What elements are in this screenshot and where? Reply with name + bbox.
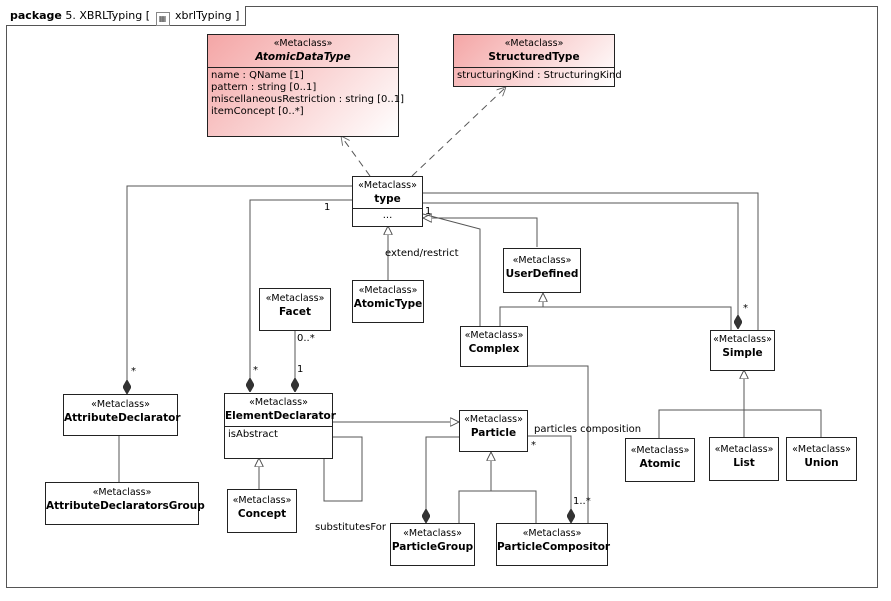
class-diagram-icon: ▦ — [155, 12, 170, 26]
class-name: Particle — [470, 427, 517, 439]
generalization-atomic-simple — [658, 370, 744, 438]
attribute: isAbstract — [228, 429, 278, 440]
multiplicity-particle-compositor: 1..* — [573, 496, 591, 507]
composition-particles — [528, 435, 571, 523]
label-particles-composition: particles composition — [534, 424, 642, 435]
multiplicity-attribute-declarator: * — [131, 366, 136, 377]
generalization-userdefined-type — [423, 218, 538, 247]
class-atomic-type[interactable]: «Metaclass» AtomicType — [352, 280, 424, 323]
association-type-simple — [423, 192, 759, 330]
class-simple[interactable]: «Metaclass» Simple — [710, 330, 775, 371]
association-complex-type — [422, 213, 481, 326]
stereotype: «Metaclass» — [92, 487, 152, 498]
stereotype: «Metaclass» — [91, 399, 150, 410]
class-particle[interactable]: «Metaclass» Particle — [459, 410, 528, 452]
stereotype: «Metaclass» — [273, 38, 333, 49]
multiplicity-type-right: 1 — [425, 206, 432, 217]
multiplicity-type-left: 1 — [324, 202, 331, 213]
multiplicity-facet-source: 0..* — [297, 333, 315, 344]
generalization-simple-userdefined — [543, 306, 732, 330]
stereotype: «Metaclass» — [713, 334, 772, 345]
dependency-type-atomicdatatype — [341, 136, 371, 177]
stereotype: «Metaclass» — [512, 255, 572, 266]
class-attribute-declarator[interactable]: «Metaclass» AttributeDeclarator — [63, 394, 181, 436]
stereotype: «Metaclass» — [249, 397, 308, 408]
class-facet[interactable]: «Metaclass» Facet — [259, 288, 331, 331]
package-name: 5. XBRLTyping [ — [65, 9, 151, 22]
class-name: AtomicType — [353, 298, 423, 310]
attribute: structuringKind : StructuringKind — [457, 70, 622, 81]
class-type[interactable]: «Metaclass» type ... — [352, 176, 423, 227]
composition-type-attributedeclarator — [127, 185, 352, 394]
dependency-type-structuredtype — [411, 87, 506, 177]
class-name: UserDefined — [505, 268, 579, 280]
package-tab: package 5. XBRLTyping [ ▦ xbrlTyping ] — [6, 6, 247, 26]
class-concept[interactable]: «Metaclass» Concept — [227, 489, 297, 533]
attribute: ... — [382, 210, 393, 221]
class-attribute-declarators-group[interactable]: «Metaclass» AttributeDeclaratorsGroup — [45, 482, 205, 525]
class-name: AttributeDeclaratorsGroup — [46, 500, 205, 512]
package-bracket: ] — [235, 9, 240, 22]
class-user-defined[interactable]: «Metaclass» UserDefined — [503, 248, 581, 293]
attribute: pattern : string [0..1] — [211, 82, 317, 93]
composition-type-elementdeclarator — [250, 199, 352, 392]
class-name: ParticleGroup — [391, 541, 474, 553]
class-atomic-data-type[interactable]: «Metaclass» AtomicDataType name : QName [… — [207, 34, 405, 137]
stereotype: «Metaclass» — [358, 285, 418, 296]
class-element-declarator[interactable]: «Metaclass» ElementDeclarator isAbstract — [224, 393, 336, 459]
label-substitutes-for: substitutesFor — [315, 522, 386, 533]
stereotype: «Metaclass» — [358, 180, 417, 191]
stereotype: «Metaclass» — [464, 414, 523, 425]
generalization-particlegroup-particle — [458, 452, 491, 523]
class-union[interactable]: «Metaclass» Union — [786, 437, 857, 481]
class-name: Complex — [468, 343, 520, 355]
class-name: AttributeDeclarator — [64, 412, 181, 424]
multiplicity-element-declarator: * — [253, 365, 258, 376]
composition-type-simple — [423, 202, 738, 329]
class-atomic[interactable]: «Metaclass» Atomic — [625, 438, 695, 482]
class-name: Atomic — [639, 458, 681, 470]
package-frame — [6, 6, 878, 588]
stereotype: «Metaclass» — [464, 330, 524, 341]
class-particle-group[interactable]: «Metaclass» ParticleGroup — [390, 523, 475, 566]
class-complex[interactable]: «Metaclass» Complex — [460, 326, 528, 367]
class-name: ElementDeclarator — [225, 410, 336, 422]
stereotype: «Metaclass» — [630, 445, 690, 456]
class-name: Facet — [278, 306, 311, 318]
composition-particle-particlegroup — [426, 436, 460, 523]
class-name: Concept — [237, 508, 287, 520]
class-list[interactable]: «Metaclass» List — [709, 437, 779, 481]
package-keyword: package — [10, 9, 62, 22]
attribute: miscellaneousRestriction : string [0..1] — [211, 94, 405, 105]
generalization-complex-userdefined — [499, 293, 543, 326]
class-name: Simple — [722, 347, 763, 359]
class-name: Union — [804, 457, 839, 469]
class-name: List — [733, 457, 755, 469]
generalization-union-simple — [744, 409, 822, 437]
diagram-name: xbrlTyping — [175, 9, 232, 22]
stereotype: «Metaclass» — [714, 444, 774, 455]
multiplicity-simple: * — [743, 303, 748, 314]
attribute: name : QName [1] — [211, 70, 304, 81]
label-extend-restrict: extend/restrict — [385, 248, 459, 259]
class-name: ParticleCompositor — [497, 541, 611, 553]
multiplicity-facet-target: 1 — [297, 364, 304, 375]
stereotype: «Metaclass» — [792, 444, 851, 455]
stereotype: «Metaclass» — [265, 293, 325, 304]
attribute: itemConcept [0..*] — [211, 106, 304, 117]
stereotype: «Metaclass» — [522, 528, 582, 539]
multiplicity-particle: * — [531, 440, 536, 451]
class-name: AtomicDataType — [255, 51, 351, 63]
stereotype: «Metaclass» — [403, 528, 462, 539]
class-particle-compositor[interactable]: «Metaclass» ParticleCompositor — [496, 523, 611, 566]
stereotype: «Metaclass» — [504, 38, 564, 49]
class-structured-type[interactable]: «Metaclass» StructuredType structuringKin… — [453, 34, 622, 87]
generalization-compositor-particle — [491, 490, 537, 523]
association-complex-compositor — [510, 365, 589, 523]
class-name: StructuredType — [488, 51, 580, 63]
stereotype: «Metaclass» — [232, 495, 292, 506]
association-substitutesfor — [323, 436, 363, 502]
class-name: type — [374, 193, 401, 205]
